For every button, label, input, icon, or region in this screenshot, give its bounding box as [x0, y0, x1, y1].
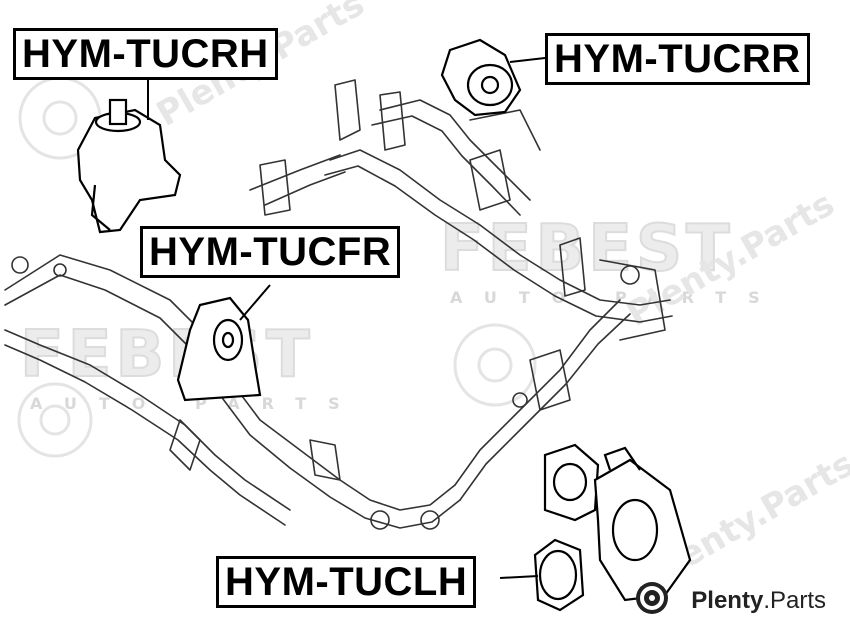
part-tucfr [176, 296, 262, 402]
brake-disc-watermark-3 [17, 382, 93, 458]
part-tuclh [533, 443, 692, 612]
plenty-logo-text: Plenty.Parts [691, 587, 826, 615]
plenty-logo-rest: .Parts [763, 587, 826, 614]
part-tucrr [440, 38, 522, 117]
part-label-tucrh: HYM-TUCRH [13, 28, 278, 80]
part-label-tucrr: HYM-TUCRR [545, 33, 810, 85]
part-label-tuclh: HYM-TUCLH [216, 556, 477, 608]
subframe [4, 79, 673, 530]
plenty-logo: Plenty.Parts [691, 587, 826, 615]
febest-watermark-left: FEBEST [19, 317, 314, 393]
leader-tuclh [499, 575, 539, 579]
part-tucrh [76, 98, 182, 234]
auto-parts-watermark-right: AUTO PARTS [450, 288, 782, 307]
part-label-tucfr: HYM-TUCFR [140, 226, 401, 278]
plenty-logo-icon [636, 582, 668, 614]
febest-watermark-right: FEBEST [439, 211, 734, 287]
auto-parts-watermark-left: AUTO PARTS [30, 394, 362, 413]
brake-disc-watermark-2 [453, 323, 537, 407]
leader-tucrr [509, 57, 546, 63]
plenty-logo-bold: Plenty [691, 587, 764, 614]
leader-tucfr [239, 284, 271, 321]
